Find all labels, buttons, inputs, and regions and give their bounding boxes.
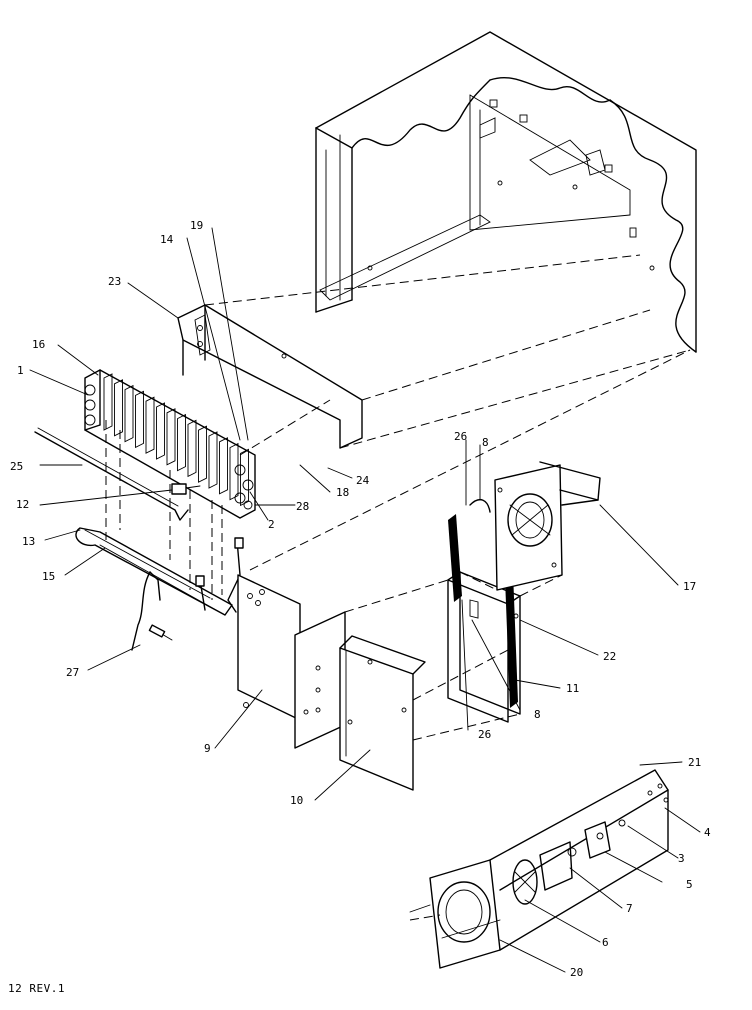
evaporator-cover-23 — [177, 304, 363, 449]
callout-2: 2 — [268, 518, 275, 531]
defrost-heater-tube-25 — [34, 431, 189, 521]
callout-5: 5 — [686, 878, 693, 891]
callout-9: 9 — [204, 742, 211, 755]
callout-26-top: 26 — [454, 430, 467, 443]
callout-8-bottom: 8 — [534, 708, 541, 721]
callout-1: 1 — [17, 364, 24, 377]
revision-footer: 12 REV.1 — [8, 982, 65, 995]
evaporator-fin — [114, 379, 123, 437]
evaporator-fin — [208, 431, 218, 489]
leader-lines — [29, 227, 701, 973]
fan-motor-assembly — [409, 769, 669, 969]
evaporator-end-fittings — [84, 384, 254, 510]
evaporator-fins — [103, 373, 249, 507]
callout-21: 21 — [688, 756, 701, 769]
callout-20: 20 — [570, 966, 583, 979]
callout-4: 4 — [704, 826, 711, 839]
evaporator-fin — [135, 390, 144, 449]
callout-14: 14 — [160, 233, 174, 246]
evaporator-fin — [124, 384, 134, 443]
callout-12: 12 — [16, 498, 29, 511]
callout-18: 18 — [336, 486, 349, 499]
assembly-lines — [105, 254, 691, 921]
evaporator-fin — [145, 396, 155, 454]
callout-13: 13 — [22, 535, 35, 548]
callout-23: 23 — [108, 275, 121, 288]
callout-27: 27 — [66, 666, 79, 679]
drain-heater-13 — [75, 527, 233, 616]
callout-19: 19 — [190, 219, 203, 232]
wire-lead — [227, 539, 241, 613]
fan-bracket-17 — [469, 461, 601, 591]
callout-22: 22 — [603, 650, 616, 663]
evaporator-fin — [219, 437, 228, 495]
rear-panel-10 — [339, 635, 426, 791]
evaporator-fin — [103, 373, 113, 431]
air-handler-plate-9 — [237, 574, 301, 721]
callout-28: 28 — [296, 500, 309, 513]
evaporator-coil — [84, 369, 256, 519]
callout-25: 25 — [10, 460, 23, 473]
callout-15: 15 — [42, 570, 55, 583]
evaporator-fin — [198, 425, 207, 483]
cabinet-liner — [315, 31, 697, 353]
callout-6: 6 — [602, 936, 609, 949]
callout-24: 24 — [356, 474, 370, 487]
evaporator-fin — [166, 408, 176, 466]
fan-shroud-panel — [294, 611, 346, 749]
evaporator-fin — [187, 419, 197, 478]
evaporator-fin — [177, 413, 186, 472]
callout-11: 11 — [566, 682, 579, 695]
evaporator-fin — [156, 402, 165, 460]
rear-duct-22 — [447, 514, 521, 723]
callout-17: 17 — [683, 580, 696, 593]
callout-10: 10 — [290, 794, 303, 807]
evaporator-fin — [229, 442, 239, 501]
callout-3: 3 — [678, 852, 685, 865]
thermostat-12 — [171, 483, 201, 495]
callout-16: 16 — [32, 338, 45, 351]
wiring-harness-27 — [131, 571, 173, 651]
callout-26-bottom: 26 — [478, 728, 491, 741]
callout-7: 7 — [626, 902, 633, 915]
callout-labels: 1 2 3 4 5 6 7 8 8 9 10 11 12 13 14 15 16… — [10, 219, 711, 979]
callout-8-top: 8 — [482, 436, 489, 449]
